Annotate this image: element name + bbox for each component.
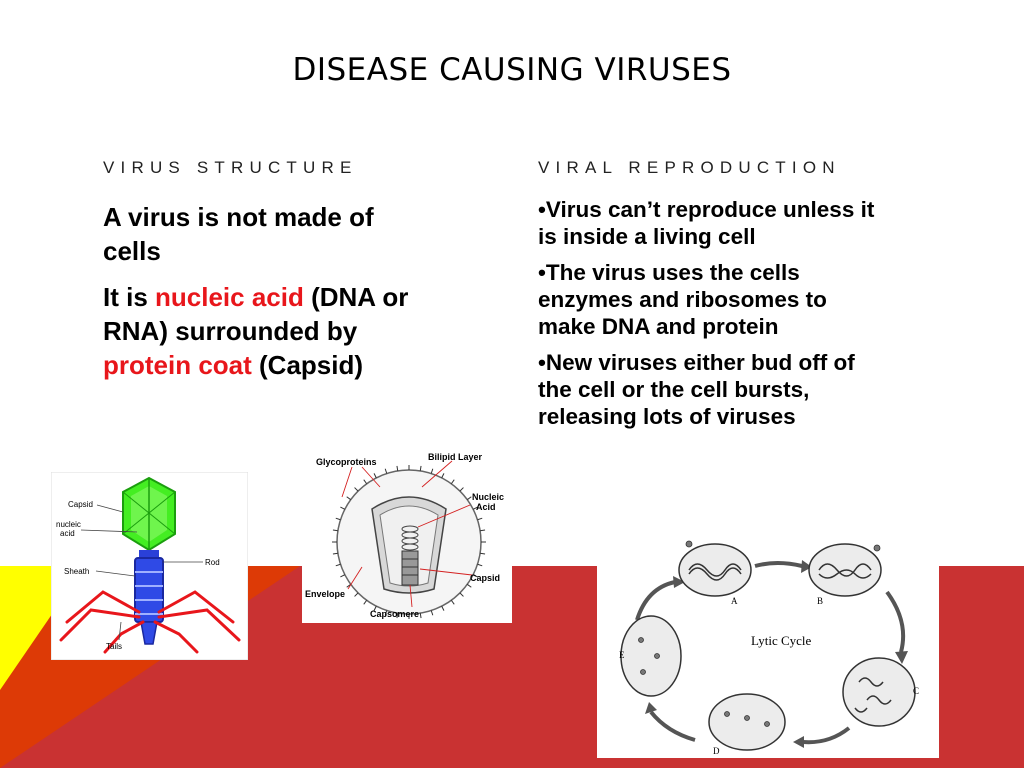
spike bbox=[335, 517, 341, 521]
spike bbox=[384, 468, 388, 474]
lytic-cycle-diagram: Lytic Cycle A B C D E bbox=[597, 532, 939, 758]
bullet-text: The virus uses the cells enzymes and rib… bbox=[538, 260, 827, 339]
paragraph-nucleic-acid: It is nucleic acid (DNA or RNA) surround… bbox=[103, 280, 433, 382]
spike bbox=[466, 583, 472, 588]
spike bbox=[396, 613, 399, 619]
label-capsomere: Capsomere bbox=[370, 609, 419, 619]
spike bbox=[332, 552, 338, 555]
spike bbox=[354, 487, 359, 492]
bullet-item: •The virus uses the cells enzymes and ri… bbox=[538, 260, 827, 339]
label-stage-a: A bbox=[731, 596, 738, 606]
text-middle: (DNA or RNA) surrounded by bbox=[103, 282, 409, 346]
spike bbox=[430, 610, 434, 616]
spike bbox=[332, 529, 338, 532]
spike bbox=[363, 479, 368, 485]
label-glycoproteins: Glycoproteins bbox=[316, 457, 377, 467]
text-suffix: (Capsid) bbox=[251, 350, 364, 380]
spike bbox=[373, 605, 377, 611]
enveloped-virus-diagram: Glycoproteins Bilipid Layer Nucleic Acid… bbox=[302, 447, 512, 623]
virus-structure-text: A virus is not made of cells It is nucle… bbox=[103, 200, 433, 394]
nucleic-acid-coil bbox=[401, 525, 419, 551]
left-heading: VIRUS STRUCTURE bbox=[103, 158, 358, 177]
bullet-text: Virus can’t reproduce unless it is insid… bbox=[538, 197, 875, 249]
spike bbox=[480, 529, 486, 532]
label-rod: Rod bbox=[205, 558, 220, 567]
spike bbox=[450, 599, 455, 605]
label-capsid: Capsid bbox=[470, 573, 500, 583]
label-capsid: Capsid bbox=[68, 500, 93, 509]
spike bbox=[346, 583, 352, 588]
spike bbox=[459, 487, 464, 492]
bullet-item: •Virus can’t reproduce unless it is insi… bbox=[538, 197, 875, 249]
spike bbox=[477, 563, 483, 567]
lytic-cycle-title: Lytic Cycle bbox=[751, 633, 812, 648]
spike bbox=[472, 506, 478, 510]
spike bbox=[441, 473, 445, 479]
glycoprotein-spikes bbox=[332, 465, 486, 619]
highlight-nucleic-acid: nucleic acid bbox=[155, 282, 304, 312]
spike bbox=[340, 506, 346, 510]
spike bbox=[419, 613, 422, 619]
label-stage-d: D bbox=[713, 746, 720, 756]
spike bbox=[373, 473, 377, 479]
spike bbox=[340, 574, 346, 578]
cell-stage-d bbox=[708, 693, 786, 751]
spike bbox=[363, 599, 368, 605]
label-stage-c: C bbox=[913, 686, 919, 696]
label-acid: acid bbox=[60, 529, 75, 538]
spike bbox=[459, 592, 464, 597]
bullet-item: •New viruses either bud off of the cell … bbox=[538, 350, 855, 429]
spike bbox=[450, 479, 455, 485]
right-heading: VIRAL REPRODUCTION bbox=[538, 158, 841, 177]
label-sheath: Sheath bbox=[64, 567, 89, 576]
text-prefix: It is bbox=[103, 282, 156, 312]
label-nucleic: Nucleic bbox=[472, 492, 504, 502]
spike bbox=[396, 465, 399, 471]
label-stage-b: B bbox=[817, 596, 823, 606]
slide-title: DISEASE CAUSING VIRUSES bbox=[292, 52, 732, 88]
label-bilipid-layer: Bilipid Layer bbox=[428, 452, 483, 462]
spike bbox=[430, 468, 434, 474]
label-acid: Acid bbox=[476, 502, 496, 512]
spike bbox=[419, 465, 422, 471]
cell-stage-c bbox=[842, 657, 916, 727]
highlight-protein-coat: protein coat bbox=[103, 350, 252, 380]
bacteriophage-diagram: Capsid nucleic acid Sheath Rod Tails bbox=[51, 472, 248, 660]
spike bbox=[354, 592, 359, 597]
label-nucleic: nucleic bbox=[56, 520, 81, 529]
cell-stage-a bbox=[678, 543, 752, 597]
spike bbox=[335, 563, 341, 567]
cycle-arrows bbox=[635, 561, 906, 745]
viral-reproduction-list: •Virus can’t reproduce unless it is insi… bbox=[538, 196, 883, 439]
label-envelope: Envelope bbox=[305, 589, 345, 599]
tail-fibers bbox=[59, 590, 241, 654]
spike bbox=[480, 552, 486, 555]
bullet-text: New viruses either bud off of the cell o… bbox=[538, 350, 855, 429]
spike bbox=[466, 496, 472, 501]
paragraph-not-cells: A virus is not made of cells bbox=[103, 202, 374, 266]
spike bbox=[346, 496, 352, 501]
label-tails: Tails bbox=[106, 642, 122, 651]
cell-stage-e bbox=[620, 615, 682, 697]
spike bbox=[477, 517, 483, 521]
label-stage-e: E bbox=[619, 650, 625, 660]
spike bbox=[441, 605, 445, 611]
spike bbox=[472, 574, 478, 578]
spike bbox=[384, 610, 388, 616]
